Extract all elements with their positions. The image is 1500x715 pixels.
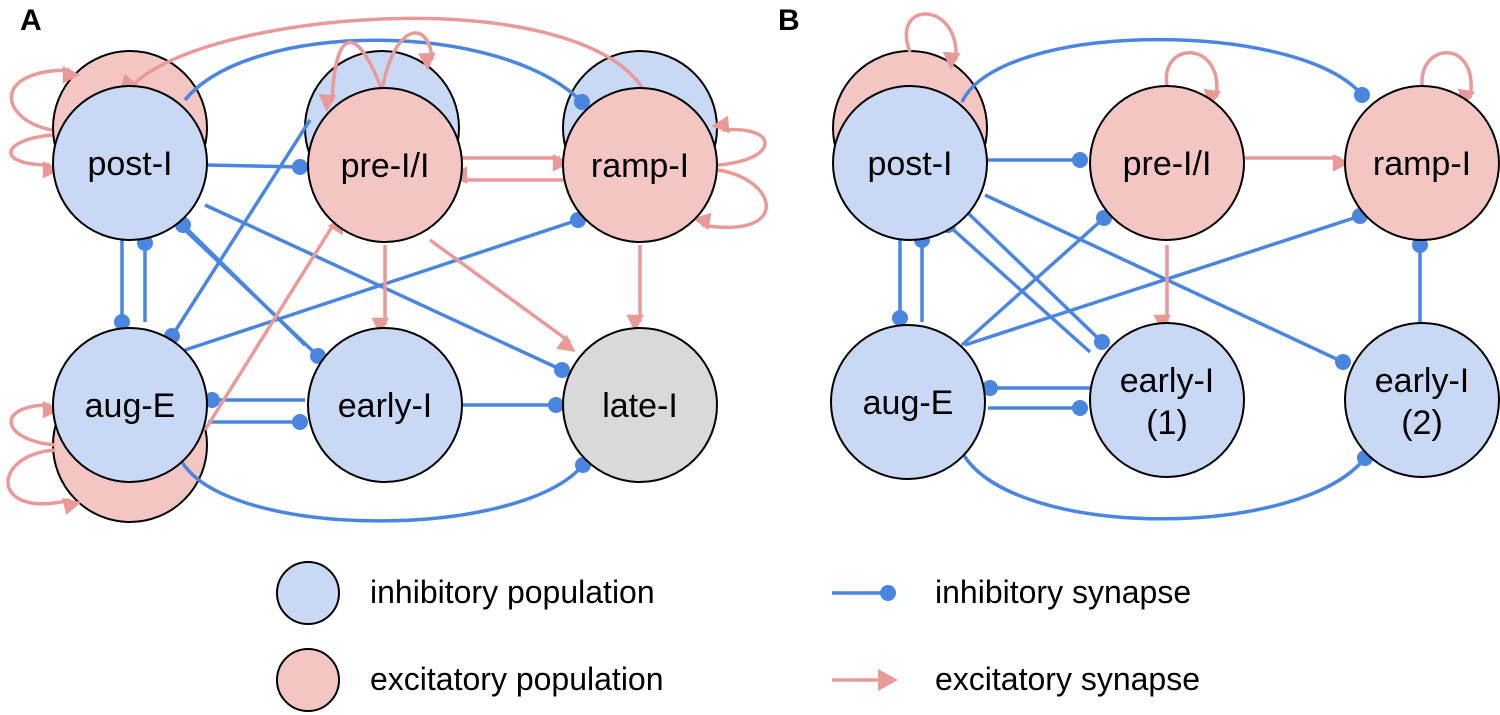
ramp-i-label: ramp-I [591,147,689,185]
panel-b: B post-I [778,4,1500,521]
post-i-b-node [832,85,988,241]
edge-a-aug-to-ramp [184,211,587,352]
panel-b-label: B [778,4,800,37]
early-i-1-label-line1: early-I [1120,362,1214,400]
ramp-i-b-label: ramp-I [1373,145,1471,183]
edge-a-pre-self-2 [380,31,436,91]
ramp-i-b-node [1344,85,1500,241]
node-b-post-i: post-I [832,85,988,241]
aug-e-node [52,327,208,483]
pre-i-node [307,87,463,243]
legend-excitatory-synapse-label: excitatory synapse [935,661,1200,697]
legend-inhibitory-population-swatch [276,561,340,625]
edge-b-post-to-ramp-arc [960,37,1371,104]
aug-e-b-node [830,324,986,480]
edge-a-pre-self-1 [318,40,384,113]
edge-a-ramp-self-1 [711,115,767,167]
node-b-early-i-1: early-I (1) [1089,322,1245,478]
edge-a-aug-to-late-arc [180,456,592,523]
early-i-label: early-I [338,387,432,425]
node-a-late-i: late-I [562,327,718,483]
edge-b-post-self [904,12,961,71]
edge-a-post-self-2 [9,133,61,179]
panel-b-edges [891,12,1476,521]
edge-a-aug-to-pre [203,215,345,431]
edge-b-aug-to-ramp [964,207,1369,347]
node-a-pre-i: pre-I/I [307,87,463,243]
legend: inhibitory population excitatory populat… [276,561,1200,712]
node-b-early-i-2: early-I (2) [1344,322,1500,478]
panel-a-edges [6,16,768,523]
ramp-i-node [562,87,718,243]
edge-a-post-to-ramp-arc [183,38,591,111]
edge-a-post-self-1 [9,66,81,132]
edge-b-aug-to-pre [960,209,1113,347]
node-b-pre-i: pre-I/I [1089,85,1245,241]
node-b-aug-e: aug-E [830,324,986,480]
early-i-node [307,327,463,483]
edge-b-early1-to-post [939,216,1092,354]
panel-a-label: A [20,4,42,37]
edge-b-pre-self [1164,51,1222,108]
early-i-2-label-line1: early-I [1375,362,1469,400]
legend-inhibitory-synapse-dot [880,585,896,601]
post-i-b-label: post-I [867,145,952,183]
node-a-early-i: early-I [307,327,463,483]
pre-i-b-node [1089,85,1245,241]
pre-i-label: pre-I/I [341,147,430,185]
node-b-ramp-i: ramp-I [1344,85,1500,241]
legend-excitatory-population-label: excitatory population [370,661,664,697]
legend-inhibitory-population: inhibitory population [276,561,655,625]
late-i-node [562,327,718,483]
edge-b-aug-to-early2-arc [960,449,1374,521]
node-a-post-i: post-I [52,85,208,241]
legend-excitatory-population-swatch [276,648,340,712]
edge-a-ramp-to-post-arc [119,16,647,93]
post-i-node [52,85,208,241]
legend-inhibitory-synapse: inhibitory synapse [832,574,1191,610]
early-i-1-node [1089,322,1245,478]
aug-e-label: aug-E [85,387,176,425]
panel-a: A [6,4,768,523]
legend-excitatory-synapse-arrowhead [878,669,898,691]
edge-b-ramp-self [1420,50,1476,108]
legend-inhibitory-population-label: inhibitory population [370,574,655,610]
late-i-label: late-I [602,387,678,425]
pre-i-b-label: pre-I/I [1123,145,1212,183]
node-a-aug-e: aug-E [52,327,208,483]
edge-a-aug-self-1 [9,401,61,447]
edge-a-post-to-pre [204,159,309,176]
edge-a-ramp-self-2 [692,168,768,231]
early-i-1-label-line2: (1) [1146,404,1188,442]
edge-a-early-to-post [174,216,307,347]
aug-e-b-label: aug-E [863,384,954,422]
node-a-ramp-i: ramp-I [562,87,718,243]
edge-a-pre-to-aug [163,119,312,345]
legend-excitatory-population: excitatory population [276,648,664,712]
edge-a-pre-to-late [428,238,576,353]
early-i-2-label-line2: (2) [1401,404,1443,442]
post-i-label: post-I [87,145,172,183]
legend-inhibitory-synapse-label: inhibitory synapse [935,574,1191,610]
legend-excitatory-synapse: excitatory synapse [832,661,1200,697]
edge-a-aug-self-2 [6,448,82,515]
early-i-2-node [1344,322,1500,478]
